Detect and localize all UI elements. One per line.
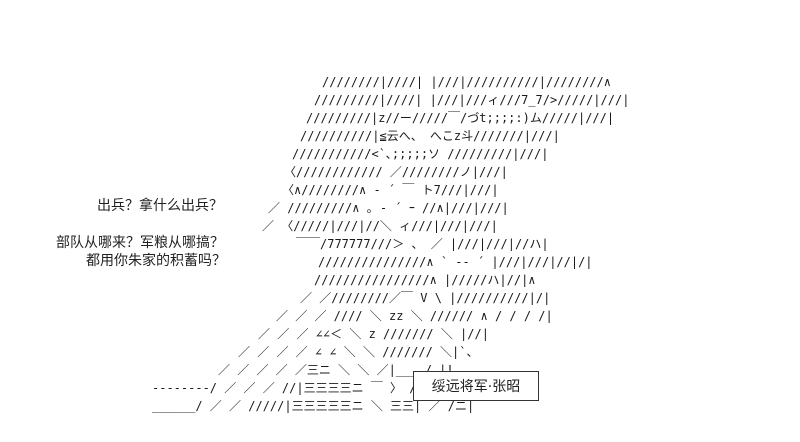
character-name: 绥远将军·张昭 xyxy=(431,379,521,395)
dialogue-line-3: 都用你朱家的积蓄吗？ xyxy=(86,253,226,269)
art-row: 〈∧////////∧ - ´ ￣ ト7///|///| xyxy=(282,183,499,197)
art-row: ／ ／ ／ ／ ／三ニ ＼ ＼ ／|___ / |! xyxy=(218,363,454,377)
dialogue-line-1: 出兵？拿什么出兵？ xyxy=(97,198,223,214)
art-row: ／ /////////∧ ｡ - ´ ｰ //∧|///|///| xyxy=(268,201,509,215)
character-nameplate: 绥远将军·张昭 xyxy=(413,371,539,401)
art-row: //////////|≦云へ、 へこz斗///////|///| xyxy=(300,129,560,143)
art-row: 〈//////////// ／////////ノ|///| xyxy=(284,165,508,179)
art-row: ////////|////| |///|//////////|////////∧ xyxy=(322,75,611,89)
art-row: ///////////////∧ ` -‐ ´ |///|///|//|/| xyxy=(318,255,593,269)
art-row: ／ ／ ／ ∠∠＜ ＼ z /////// ＼ |//| xyxy=(258,327,489,341)
art-row: --------/ ／ ／ ／ //|三三三三ニ ￣ 〉 / /| xyxy=(152,381,438,395)
art-row: ／ ／ ／ ／ ∠ ∠ ＼ ＼ /////// ＼|`、 xyxy=(238,345,479,359)
art-row: /////////|z//ー/////￣/づt;;;;:)ム/////|///| xyxy=(306,111,614,125)
art-row: ／ 〈/////|///|//＼ ィ///|///|///| xyxy=(262,219,498,233)
art-row: /////////|////| |///|///ィ///7_7/>/////|/… xyxy=(314,93,629,107)
art-row: ////////////////∧ |/////ハ|//|∧ xyxy=(314,273,536,287)
art-row: ￣￣/777777///＞ 、 ／ |///|///|//ハ| xyxy=(296,237,549,251)
dialogue-line-2: 部队从哪来？军粮从哪搞？ xyxy=(56,235,224,251)
art-row: ______/ ／ ／ /////|三三三三三ニ ＼ 三三| ／ /ニ| xyxy=(152,399,474,413)
art-row: ／ ／////////／￣ V \ |//////////|/| xyxy=(300,291,550,305)
art-row: ///////////<`､;;;;;ソ /////////|///| xyxy=(292,147,548,161)
art-row: ／ ／ ／ //// ＼ zz ＼ ////// ∧ / / / /| xyxy=(276,309,553,323)
